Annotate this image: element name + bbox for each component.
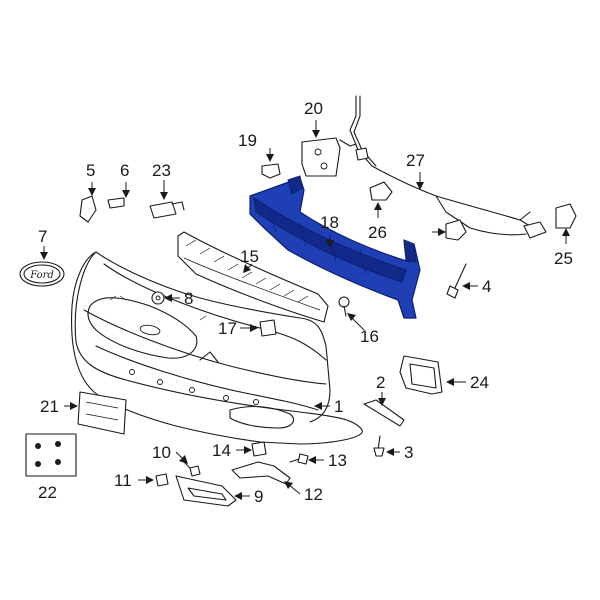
bolt-4 bbox=[446, 263, 467, 299]
callout-26: 26 bbox=[368, 223, 387, 242]
parking-sensor-26 bbox=[369, 181, 467, 241]
callout-24: 24 bbox=[470, 373, 489, 392]
bracket-20 bbox=[301, 137, 341, 177]
callout-labels: 1 2 3 4 5 6 7 8 9 10 11 12 13 14 15 16 1… bbox=[38, 99, 573, 506]
callout-19: 19 bbox=[238, 131, 257, 150]
clip-17 bbox=[259, 319, 277, 337]
callout-8: 8 bbox=[184, 289, 193, 308]
callout-16: 16 bbox=[360, 327, 379, 346]
callout-11: 11 bbox=[114, 471, 132, 490]
trim-strip-2 bbox=[363, 399, 405, 427]
callout-4: 4 bbox=[482, 277, 491, 296]
energy-absorber bbox=[177, 231, 329, 323]
clip-19 bbox=[261, 163, 281, 179]
bezel-9 bbox=[175, 475, 237, 507]
clip-6 bbox=[107, 197, 125, 209]
sensor-bracket-25 bbox=[555, 203, 577, 229]
callout-3: 3 bbox=[404, 443, 413, 462]
callout-7: 7 bbox=[38, 227, 47, 246]
callout-6: 6 bbox=[120, 161, 129, 180]
bumper-cover bbox=[71, 251, 363, 445]
clip-14 bbox=[251, 441, 267, 457]
callout-12: 12 bbox=[304, 485, 323, 504]
callout-9: 9 bbox=[254, 487, 263, 506]
fastener-kit-22 bbox=[25, 433, 77, 477]
screw-3 bbox=[373, 435, 385, 457]
license-bracket-21 bbox=[77, 391, 127, 435]
callout-1: 1 bbox=[334, 397, 343, 416]
fog-lamp-24 bbox=[399, 355, 443, 395]
nut-8 bbox=[151, 291, 165, 305]
callout-2: 2 bbox=[376, 373, 385, 392]
emblem-text: Ford bbox=[29, 270, 54, 281]
wire-harness bbox=[339, 95, 547, 239]
screw-13 bbox=[289, 453, 309, 465]
callout-27: 27 bbox=[406, 151, 425, 170]
callout-13: 13 bbox=[328, 451, 347, 470]
callout-15: 15 bbox=[240, 247, 259, 266]
callout-5: 5 bbox=[86, 161, 95, 180]
callout-18: 18 bbox=[320, 213, 339, 232]
ford-emblem: Ford bbox=[19, 261, 65, 287]
leader-lines bbox=[40, 120, 570, 500]
bracket-5 bbox=[79, 195, 97, 223]
bolt-10 bbox=[181, 459, 201, 477]
bumper-reinforcement bbox=[249, 175, 421, 319]
callout-10: 10 bbox=[152, 443, 171, 462]
bracket-12 bbox=[231, 461, 291, 485]
callout-20: 20 bbox=[304, 99, 323, 118]
pin-16 bbox=[338, 296, 350, 317]
bracket-23 bbox=[149, 201, 185, 219]
callout-17: 17 bbox=[218, 319, 237, 338]
clip-11 bbox=[155, 473, 169, 487]
callout-21: 21 bbox=[40, 397, 59, 416]
callout-25: 25 bbox=[554, 249, 573, 268]
callout-23: 23 bbox=[152, 161, 171, 180]
callout-14: 14 bbox=[212, 441, 231, 460]
callout-22: 22 bbox=[38, 483, 57, 502]
